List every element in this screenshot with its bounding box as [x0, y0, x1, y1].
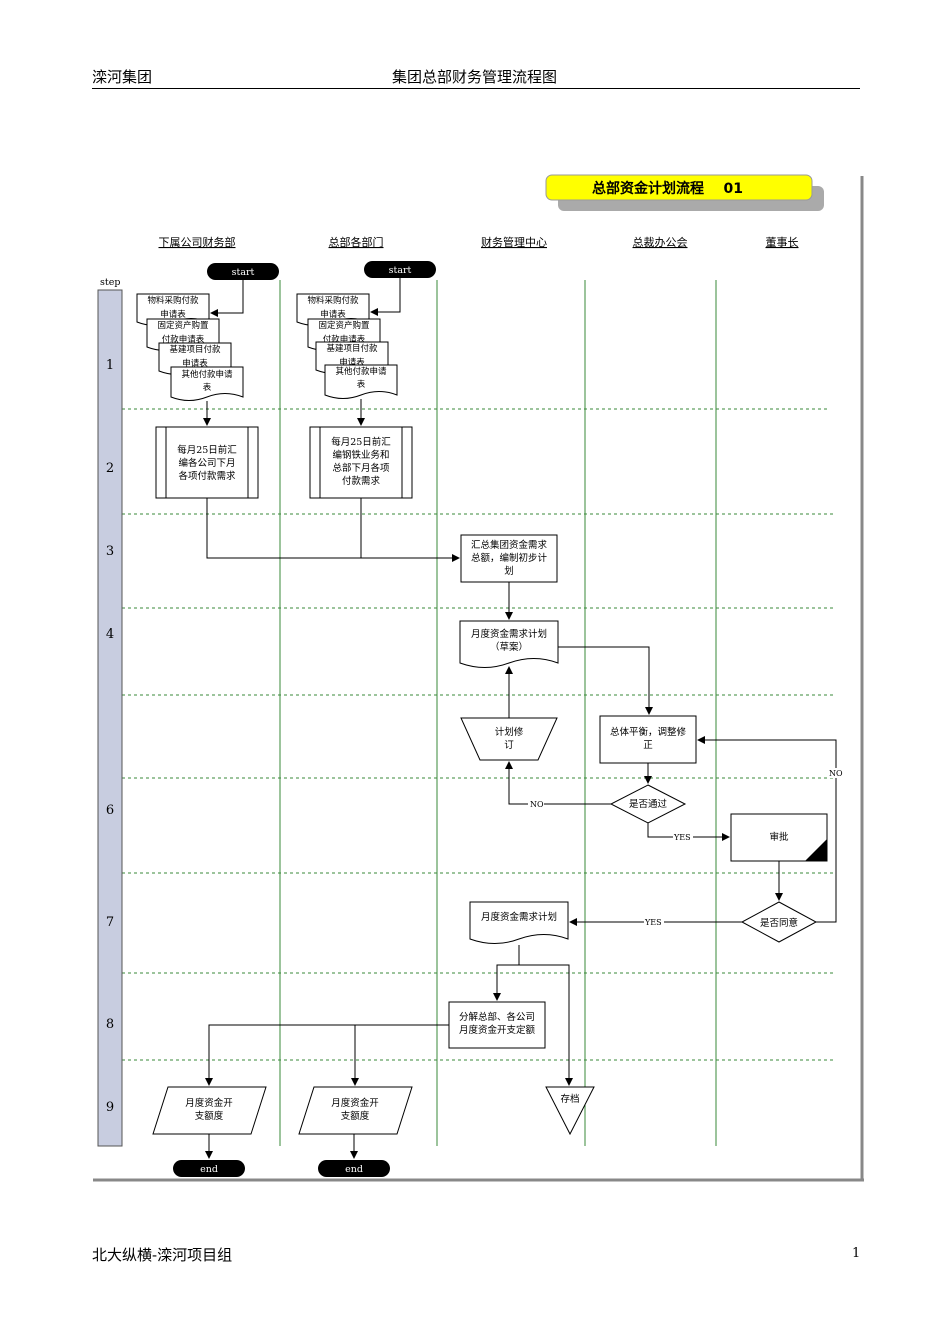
decision-approved: 是否通过 [609, 784, 687, 824]
svg-text:付款申请表: 付款申请表 [323, 334, 366, 345]
svg-text:付款需求: 付款需求 [342, 475, 381, 487]
svg-text:是否同意: 是否同意 [760, 917, 798, 929]
svg-text:（草案）: （草案） [490, 641, 528, 653]
svg-text:每月25日前汇: 每月25日前汇 [331, 436, 391, 448]
lane-header-finance-center: 财务管理中心 [481, 235, 547, 249]
diagram-title-banner: 总部资金计划流程 01 [545, 174, 824, 211]
svg-text:物料采购付款: 物料采购付款 [307, 295, 359, 306]
label-no-rebalance: NO [829, 769, 843, 778]
svg-text:编钢铁业务和: 编钢铁业务和 [332, 449, 389, 461]
svg-text:申请表: 申请表 [339, 357, 365, 368]
payment-request-forms-hq: 物料采购付款 申请表 固定资产购置 付款申请表 基建项目付款 申请表 其他付款申… [296, 293, 398, 399]
svg-text:月度资金需求计划: 月度资金需求计划 [481, 911, 557, 923]
footer-project-team: 北大纵横-滦河项目组 [92, 1246, 233, 1264]
svg-text:分解总部、各公司: 分解总部、各公司 [459, 1011, 535, 1023]
plan-revision: 计划修 订 [460, 717, 558, 761]
svg-text:编各公司下月: 编各公司下月 [178, 457, 235, 469]
svg-text:基建项目付款: 基建项目付款 [326, 343, 378, 354]
compile-payment-needs-subsidiary: 每月25日前汇 编各公司下月 各项付款需求 [155, 426, 259, 499]
svg-text:总额，编制初步计: 总额，编制初步计 [471, 552, 548, 564]
page-number: 1 [852, 1246, 861, 1261]
svg-text:end: end [200, 1164, 218, 1175]
svg-text:固定资产购置: 固定资产购置 [318, 320, 370, 331]
svg-text:月度资金开: 月度资金开 [331, 1097, 379, 1109]
svg-text:表: 表 [357, 379, 366, 390]
flow-connectors [203, 278, 837, 1159]
svg-text:月度资金需求计划: 月度资金需求计划 [471, 628, 547, 640]
compile-payment-needs-hq: 每月25日前汇 编钢铁业务和 总部下月各项 付款需求 [309, 426, 413, 499]
svg-text:start: start [389, 265, 412, 276]
step-column [97, 289, 123, 1147]
svg-text:付款申请表: 付款申请表 [162, 334, 205, 345]
chairman-approval: 审批 [730, 813, 828, 862]
lane-header-president-office: 总裁办公会 [633, 235, 688, 249]
svg-text:支额度: 支额度 [341, 1110, 370, 1122]
svg-text:申请表: 申请表 [182, 358, 208, 369]
header-company: 滦河集团 [92, 68, 153, 86]
decompose-quota: 分解总部、各公司 月度资金开支定额 [448, 1001, 546, 1049]
svg-text:审批: 审批 [769, 831, 789, 843]
end-terminal-hq: end [318, 1160, 390, 1177]
svg-text:汇总集团资金需求: 汇总集团资金需求 [471, 539, 548, 551]
start-terminal-subsidiary: start [207, 263, 279, 280]
step-number: 6 [106, 803, 114, 818]
step-number: 7 [106, 915, 114, 930]
page-header: 滦河集团 集团总部财务管理流程图 [92, 64, 860, 89]
lane-header-chairman: 董事长 [766, 236, 799, 249]
svg-text:每月25日前汇: 每月25日前汇 [177, 444, 237, 456]
svg-text:基建项目付款: 基建项目付款 [169, 344, 221, 355]
step-number: 2 [106, 461, 114, 476]
decision-agreed: 是否同意 [740, 901, 818, 943]
step-number: 1 [106, 358, 114, 373]
label-yes-approval: YES [673, 833, 691, 842]
summary-initial-plan: 汇总集团资金需求 总额，编制初步计 划 [460, 534, 558, 583]
overall-balance-adjust: 总体平衡，调整修 正 [599, 715, 697, 764]
svg-text:划: 划 [504, 565, 514, 577]
archive-storage: 存档 [545, 1086, 595, 1136]
svg-text:申请表: 申请表 [160, 309, 186, 320]
svg-text:固定资产购置: 固定资产购置 [157, 320, 209, 331]
svg-text:存档: 存档 [560, 1093, 579, 1105]
label-no-revise: NO [530, 800, 544, 809]
svg-text:start: start [232, 267, 255, 278]
end-terminal-subsidiary: end [173, 1160, 245, 1177]
diagram-frame [93, 176, 864, 1182]
svg-text:其他付款申请: 其他付款申请 [181, 369, 233, 380]
svg-text:正: 正 [643, 740, 653, 751]
label-yes-final: YES [644, 918, 662, 927]
header-doc-title: 集团总部财务管理流程图 [392, 68, 558, 86]
lane-dividers [279, 280, 717, 1146]
step-column-label: step [100, 277, 120, 288]
step-number: 9 [106, 1100, 114, 1115]
svg-text:月度资金开支定额: 月度资金开支定额 [459, 1024, 536, 1036]
step-dividers [122, 408, 836, 1061]
monthly-plan-draft-doc: 月度资金需求计划 （草案） [459, 620, 559, 668]
lane-header-subsidiary-finance: 下属公司财务部 [159, 235, 236, 249]
svg-text:申请表: 申请表 [320, 309, 346, 320]
svg-text:表: 表 [203, 382, 212, 393]
step-number: 4 [106, 627, 114, 642]
svg-text:end: end [345, 1164, 363, 1175]
svg-text:其他付款申请: 其他付款申请 [335, 366, 387, 377]
monthly-quota-hq: 月度资金开 支额度 [298, 1086, 413, 1135]
start-terminal-hq: start [364, 261, 436, 278]
svg-text:订: 订 [504, 740, 514, 751]
monthly-quota-subsidiary: 月度资金开 支额度 [152, 1086, 267, 1135]
svg-text:月度资金开: 月度资金开 [185, 1097, 233, 1109]
lane-header-hq-departments: 总部各部门 [329, 235, 384, 249]
step-number: 8 [106, 1017, 114, 1032]
svg-text:总体平衡，调整修: 总体平衡，调整修 [610, 726, 687, 738]
svg-text:物料采购付款: 物料采购付款 [147, 295, 199, 306]
svg-text:各项付款需求: 各项付款需求 [178, 470, 236, 482]
monthly-plan-final-doc: 月度资金需求计划 [469, 901, 569, 944]
svg-text:是否通过: 是否通过 [629, 798, 668, 810]
svg-text:计划修: 计划修 [495, 726, 524, 738]
payment-request-forms-subsidiary: 物料采购付款 申请表 固定资产购置 付款申请表 基建项目付款 申请表 其他付款申… [136, 293, 244, 401]
diagram-title: 总部资金计划流程 01 [592, 180, 743, 197]
svg-text:总部下月各项: 总部下月各项 [332, 462, 390, 474]
step-number: 3 [106, 544, 114, 559]
svg-text:支额度: 支额度 [195, 1110, 224, 1122]
